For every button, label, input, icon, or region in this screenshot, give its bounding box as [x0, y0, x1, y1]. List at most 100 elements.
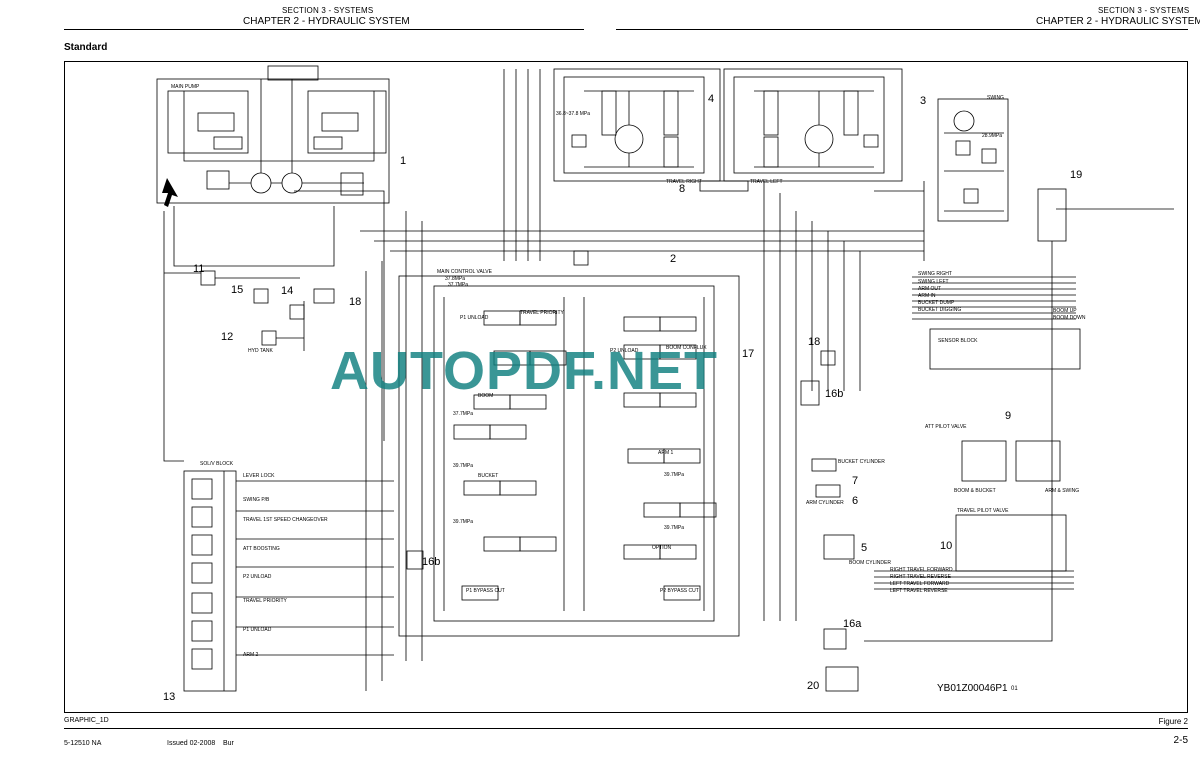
label-travel-2speed: TRAVEL 1ST SPEED CHANGEOVER: [243, 517, 328, 523]
label-arm2: ARM 2: [243, 652, 259, 658]
component-12: [261, 330, 277, 346]
label-travel-priority-cv: TRAVEL PRIORITY: [520, 310, 564, 316]
travel-pilot-valve: [955, 514, 1067, 572]
main-pump-assembly: [156, 65, 390, 267]
label-bucket-dump: BUCKET DUMP: [918, 300, 955, 306]
component-18a: [313, 288, 335, 304]
main-control-valve: [398, 275, 740, 637]
callout-17: 17: [742, 348, 755, 360]
component-16b-right: [800, 380, 820, 406]
label-sensor-block: SENSOR BLOCK: [938, 338, 978, 344]
label-boom-cylinder: BOOM CYLINDER: [849, 560, 891, 566]
page-number: 2-5: [1173, 735, 1188, 746]
callout-4: 4: [708, 93, 715, 105]
callout-14: 14: [281, 285, 294, 297]
bucket-cylinder-shape: [811, 458, 837, 472]
label-att-boosting: ATT BOOSTING: [243, 546, 280, 552]
header-rule-left: [64, 29, 584, 30]
component-16a: [823, 628, 847, 650]
label-hyd-tank: HYD TANK: [248, 348, 273, 354]
label-left-travel-reverse: LEFT TRAVEL REVERSE: [890, 588, 948, 594]
callout-8: 8: [679, 183, 686, 195]
header-right-section: SECTION 3 - SYSTEMS: [1098, 6, 1190, 15]
label-swing-pb: SWING P/B: [243, 497, 270, 503]
callout-3: 3: [920, 95, 927, 107]
label-main-control-valve: MAIN CONTROL VALVE: [437, 269, 492, 275]
label-p1-unload: P1 UNLOAD: [243, 627, 272, 633]
label-arm-in: ARM IN: [918, 293, 936, 299]
callout-18-right: 18: [808, 336, 821, 348]
callout-16b-left: 16b: [422, 556, 441, 568]
att-pilot-valve-right: [1015, 440, 1061, 482]
label-boom-bucket: BOOM & BUCKET: [954, 488, 996, 494]
label-p-377-b: 37.7MPa: [453, 411, 474, 417]
label-p2-unload-cv: P2 UNLOAD: [610, 348, 639, 354]
diagram-frame: [64, 61, 1188, 713]
sensor-block: [929, 328, 1081, 370]
callout-16b-right: 16b: [825, 388, 844, 400]
callout-12: 12: [221, 331, 234, 343]
callout-1: 1: [400, 155, 407, 167]
label-travel-pilot-valve: TRAVEL PILOT VALVE: [957, 508, 1009, 514]
label-boom-down: BOOM DOWN: [1053, 315, 1086, 321]
label-arm1: ARM 1: [658, 450, 674, 456]
graphic-id: GRAPHIC_1D: [64, 717, 109, 724]
label-bucket: BUCKET: [478, 473, 499, 479]
label-option: OPTION: [652, 545, 672, 551]
label-p1-bypass-cut: P1 BYPASS CUT: [466, 588, 505, 594]
label-travel-priority: TRAVEL PRIORITY: [243, 598, 287, 604]
callout-11: 11: [193, 263, 205, 275]
swing-motor: [937, 98, 1009, 222]
footer-doc-number: 5-12510 NA: [64, 740, 102, 747]
header-rule-right: [616, 29, 1188, 30]
diagram-subtitle: Standard: [64, 42, 108, 53]
footer-rule: [64, 728, 1188, 729]
travel-motor-right: [553, 68, 721, 182]
callout-7: 7: [852, 475, 859, 487]
label-p-377-a: 37.7MPa: [448, 282, 469, 288]
boom-cylinder-shape: [823, 534, 855, 560]
callout-6: 6: [852, 495, 859, 507]
label-right-travel-reverse: RIGHT TRAVEL REVERSE: [890, 574, 951, 580]
label-swing: SWING: [987, 95, 1004, 101]
component-14: [289, 304, 305, 320]
watermark-text: AUTOPDF.NET: [330, 341, 719, 401]
callout-5: 5: [861, 542, 868, 554]
footer-issued: Issued 02-2008: [167, 740, 216, 747]
label-p2-bypass-cut: P2 BYPASS CUT: [660, 588, 699, 594]
component-15: [253, 288, 269, 304]
label-p-289: 28.9MPa: [982, 133, 1003, 139]
label-bucket-digging: BUCKET DIGGING: [918, 307, 962, 313]
swivel-joint: [699, 180, 749, 192]
label-p-397-d: 39.7MPa: [664, 525, 685, 531]
label-arm-out: ARM OUT: [918, 286, 942, 292]
label-left-travel-forward: LEFT TRAVEL FORWARD: [890, 581, 950, 587]
label-boom-conflux: BOOM CONFLUX: [666, 345, 707, 351]
callout-20: 20: [807, 680, 820, 692]
label-boom: BOOM: [478, 393, 494, 399]
hydraulic-schematic: [156, 65, 1174, 692]
label-travel-right: TRAVEL RIGHT: [666, 179, 702, 185]
callout-19: 19: [1070, 169, 1083, 181]
callout-13: 13: [163, 691, 176, 703]
footer-lang: Bur: [223, 740, 234, 747]
label-arm-cylinder: ARM CYLINDER: [806, 500, 844, 506]
header-left-section: SECTION 3 - SYSTEMS: [282, 6, 374, 15]
label-p-378: 37.8MPa: [445, 276, 466, 282]
callout-2: 2: [670, 253, 677, 265]
solenoid-valve-block: [183, 470, 237, 692]
shuttle-valve-19: [1037, 188, 1067, 242]
header-right-chapter: CHAPTER 2 - HYDRAULIC SYSTEM: [1036, 16, 1200, 27]
label-boom-up: BOOM UP: [1053, 308, 1077, 314]
component-16b-left: [406, 550, 424, 570]
label-travel-left: TRAVEL LEFT: [750, 179, 783, 185]
figure-label: Figure 2: [1158, 717, 1188, 726]
callout-10: 10: [940, 540, 953, 552]
label-arm-swing: ARM & SWING: [1045, 488, 1080, 494]
arrow-icon: [162, 178, 178, 207]
component-T: [573, 250, 589, 266]
label-p1-unload-cv: P1 UNLOAD: [460, 315, 489, 321]
label-att-pilot-valve: ATT PILOT VALVE: [925, 424, 967, 430]
callout-9: 9: [1005, 410, 1012, 422]
label-p-397-b: 39.7MPa: [453, 519, 474, 525]
